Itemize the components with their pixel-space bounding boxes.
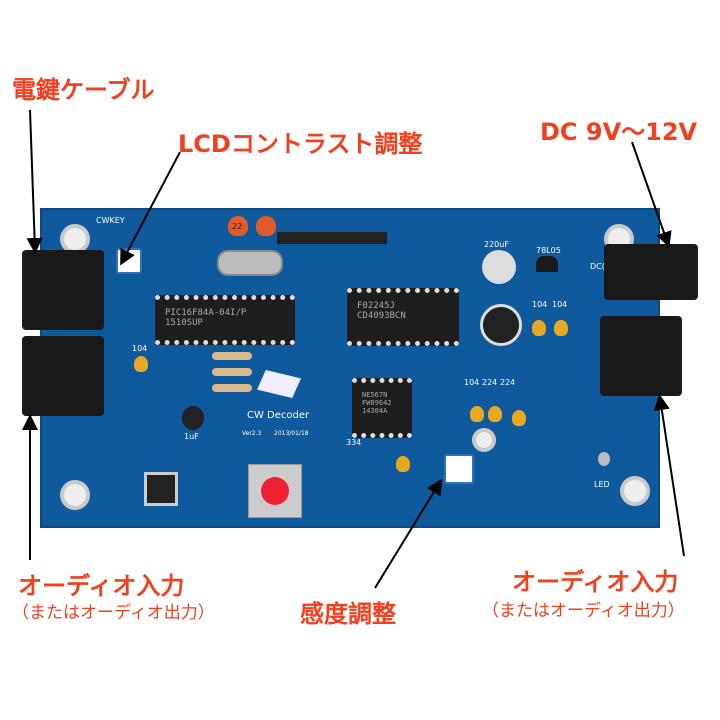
cap-220uf-label: 220uF [484,240,509,249]
arrow-dc [631,141,672,248]
cap-224-label: 224 [500,378,516,387]
capacitor [256,216,276,236]
sensitivity-label: 感度調整 [300,600,396,628]
audio-in-left-label: オーディオ入力 [18,572,185,600]
arrow-key-cable [26,109,43,254]
mount-hole [60,480,90,510]
dc-power-jack[interactable] [604,244,698,300]
cap-224-label: 224 [482,378,498,387]
capacitor [470,406,484,422]
capacitor [554,320,568,336]
lcd-contrast-label: LCDコントラスト調整 [178,130,423,158]
mount-hole [620,476,650,506]
capacitor [532,320,546,336]
pin-header [277,232,387,244]
cap-104-label: 104 [464,378,480,387]
ic1-text: PIC16F84A-04I/P [165,308,247,318]
reset-button[interactable] [144,472,178,506]
capacitor [396,456,410,472]
arrow-sensitivity [374,478,443,589]
key-jack[interactable] [22,250,104,330]
capacitor [228,216,248,236]
mount-hole [472,428,496,452]
capacitor-220uf [482,250,516,284]
cap-334-label: 334 [346,438,362,447]
regulator-78l05 [536,256,558,272]
cap-104-label: 104 [552,300,568,309]
cd4093-chip: F02245J CD4093BCN [347,288,459,346]
audio-jack-right[interactable] [600,316,682,396]
capacitor [134,356,148,372]
led [598,452,610,466]
ne567-chip: NE567N FW89642 14304A [352,378,412,438]
arrow-lcd-contrast [120,151,181,266]
ic3-text: NE567N FW89642 14304A [362,391,392,415]
cap-104-label: 104 [132,344,148,353]
cap-1uf-label: 1uF [184,432,199,441]
capacitor [488,406,502,422]
sensitivity-pot[interactable] [444,454,474,484]
led-label: LED [594,480,610,489]
push-button[interactable] [248,464,302,518]
board-date: 2013/01/18 [274,430,309,437]
ic1-code: 1510SUP [165,318,203,328]
resistor [212,368,252,376]
audio-in-left-note: （またはオーディオ出力） [12,603,215,623]
regulator-label: 78L05 [536,246,561,255]
key-cable-label: 電鍵ケーブル [12,76,155,104]
capacitor [512,410,526,426]
board-version: Ver2.3 [242,430,262,437]
dc-power-label: DC 9V〜12V [540,118,698,146]
audio-in-right-note: （またはオーディオ出力） [482,601,685,621]
audio-in-right-label: オーディオ入力 [512,568,679,596]
audio-jack-left[interactable] [22,336,104,416]
arrow-audio-right [653,394,685,557]
cwkey-label: CWKEY [96,216,125,225]
push-button-cap [261,477,289,505]
resistor [212,384,252,392]
capacitor-1uf [182,406,204,430]
capacitor-220uf [480,304,522,346]
cap-104-label: 104 [532,300,548,309]
crystal [217,250,283,276]
resistor [212,352,252,360]
board-title: CW Decoder [247,410,310,421]
ic2-text: F02245J CD4093BCN [357,301,406,321]
cap-22-label: 22 [232,222,243,231]
